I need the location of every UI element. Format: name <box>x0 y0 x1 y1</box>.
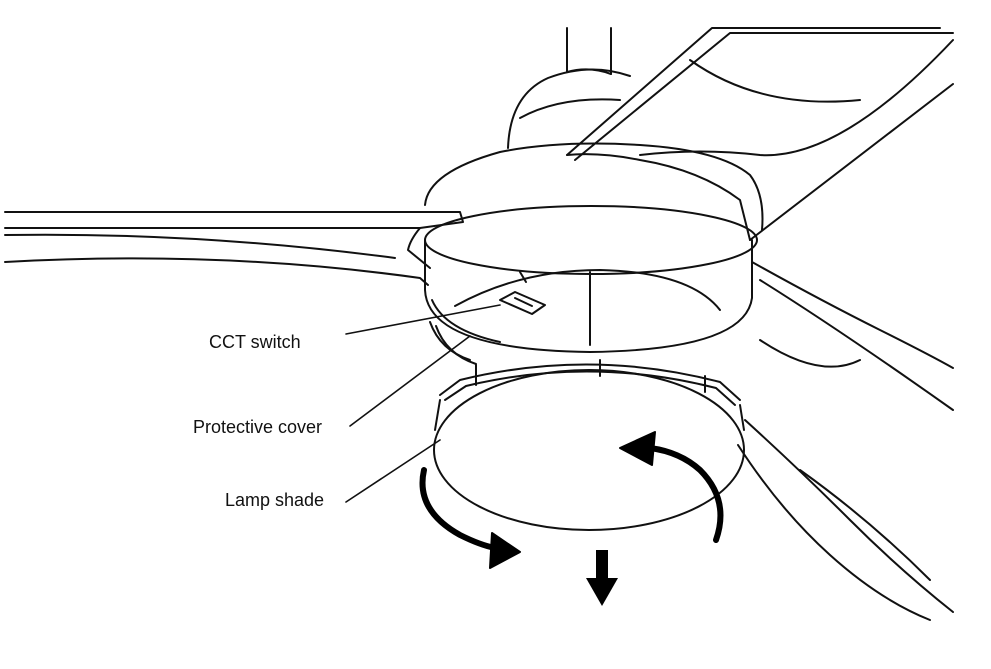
fan-blade-left <box>4 211 464 286</box>
light-housing <box>424 205 758 353</box>
leader-line-cct <box>345 304 501 335</box>
leader-line-shade <box>345 439 441 503</box>
motor-housing <box>424 68 764 231</box>
leader-line-cover <box>349 335 471 427</box>
leader-lines <box>345 304 501 503</box>
arrow-down-icon <box>586 550 618 606</box>
lamp-shade-label: Lamp shade <box>225 490 325 510</box>
downrod <box>566 27 612 75</box>
protective-cover-label: Protective cover <box>193 417 323 437</box>
lamp-shade <box>433 359 745 531</box>
rotate-arrows-icon <box>419 431 724 569</box>
fan-blade-lower-right <box>737 261 954 621</box>
fan-blade-upper-right <box>566 27 954 241</box>
cct-switch-box <box>499 291 546 315</box>
cct-switch-label: CCT switch <box>209 332 301 352</box>
